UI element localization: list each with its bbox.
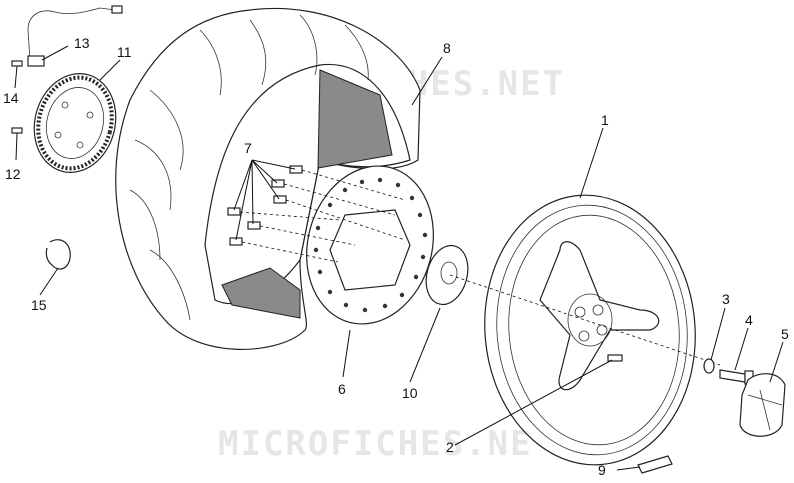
abs-sensor [27,5,123,67]
callout-11: 11 [117,44,132,60]
callout-12: 12 [5,166,21,182]
balance-weight [637,455,673,474]
callout-8: 8 [443,40,451,56]
brake-disc [306,165,434,325]
callout-7: 7 [244,140,252,156]
axle-cap [739,373,786,437]
watermark-bottom: MICROFICHES.NE [218,424,533,464]
washer [703,358,715,374]
cable-clip [45,239,71,270]
callout-6: 6 [338,381,346,397]
leader-lines [14,45,784,471]
callout-1: 1 [601,112,609,128]
callout-14: 14 [3,90,19,106]
callout-13: 13 [74,35,90,51]
tyre [115,7,421,350]
abs-tone-ring [33,73,117,173]
callout-3: 3 [722,291,730,307]
callout-9: 9 [598,462,606,478]
tyre-valve [607,354,623,362]
callout-4: 4 [745,312,753,328]
ring-screw [11,127,23,134]
hub-cap [425,244,469,306]
wheel-rim [484,194,696,466]
sensor-screw [11,60,23,67]
callout-10: 10 [402,385,418,401]
disc-bolts [227,165,406,263]
callout-2: 2 [446,439,454,455]
callout-15: 15 [31,297,47,313]
callout-5: 5 [781,326,789,342]
